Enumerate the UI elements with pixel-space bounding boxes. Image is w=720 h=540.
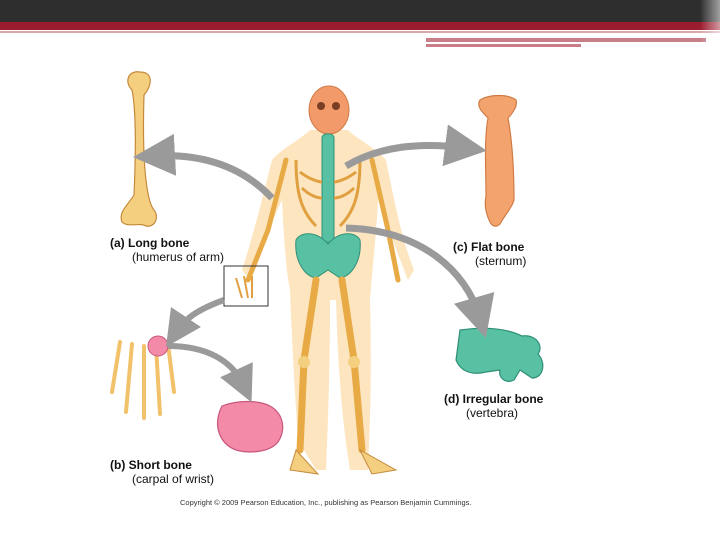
short-bone-subtitle: (carpal of wrist) (132, 472, 215, 486)
arrow-to-hand (166, 297, 226, 347)
header-accent-line (426, 38, 706, 42)
carpal-illustration (217, 400, 284, 453)
hand-bones-illustration (110, 335, 176, 420)
flat-bone-subtitle: (sternum) (475, 254, 527, 268)
irregular-bone-label: (d) Irregular bone (vertebra) (444, 392, 543, 420)
arrow-to-carpal (167, 343, 253, 403)
flat-bone-label: (c) Flat bone (sternum) (453, 240, 526, 268)
arrow-to-long-bone (133, 133, 275, 201)
irregular-bone-subtitle: (vertebra) (466, 406, 519, 420)
copyright-notice: Copyright © 2009 Pearson Education, Inc.… (180, 498, 472, 507)
skeleton-illustration (223, 85, 414, 475)
hand-highlight-box (223, 265, 269, 307)
short-bone-title: (b) Short bone (110, 458, 192, 472)
arrow-to-flat-bone (344, 124, 487, 170)
irregular-bone-title: (d) Irregular bone (444, 392, 544, 406)
header-fade (700, 0, 720, 48)
arrow-to-irregular-bone (345, 224, 495, 339)
humerus-illustration (120, 71, 158, 227)
sternum-illustration (478, 94, 517, 227)
header-dark-bar (0, 0, 720, 22)
header-red-bar (0, 22, 720, 30)
flat-bone-title: (c) Flat bone (453, 240, 525, 254)
header-accent-line-short (426, 44, 581, 47)
long-bone-label: (a) Long bone (humerus of arm) (110, 236, 224, 264)
short-bone-label: (b) Short bone (carpal of wrist) (110, 458, 214, 486)
long-bone-subtitle: (humerus of arm) (132, 250, 225, 264)
long-bone-title: (a) Long bone (110, 236, 190, 250)
vertebra-illustration (455, 327, 544, 382)
header-pink-line (0, 31, 720, 33)
